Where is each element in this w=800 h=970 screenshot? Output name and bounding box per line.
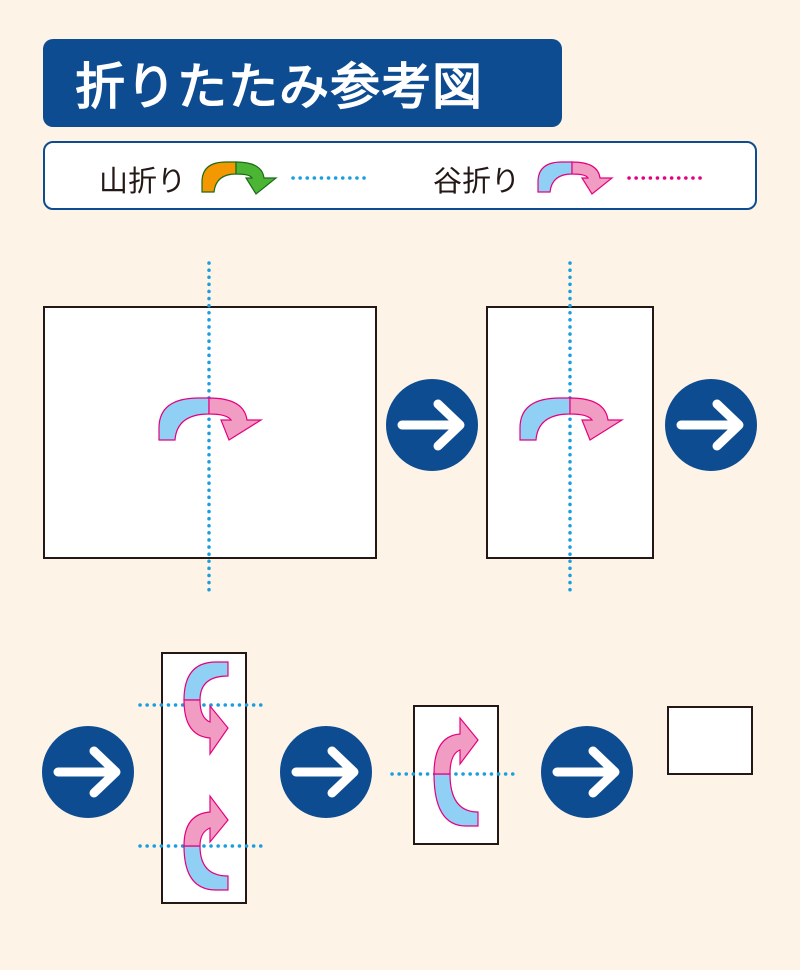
next-step-arrow-icon (541, 726, 633, 818)
fold-legend: 山折り 谷折り (43, 141, 757, 210)
valley-fold-label: 谷折り (433, 164, 521, 198)
step-5-folded-result (667, 706, 753, 775)
fold-arrow-down-icon (183, 661, 229, 756)
step-1-sheet (43, 261, 377, 594)
step-3-sheet (138, 652, 264, 904)
mountain-fold-arrow-icon (201, 161, 278, 195)
fold-arrow-up-icon (183, 794, 229, 891)
step-2-sheet (486, 261, 654, 594)
page-title: 折りたたみ参考図 (43, 39, 562, 127)
step-4-sheet (390, 705, 516, 845)
next-step-arrow-icon (280, 726, 372, 818)
next-step-arrow-icon (386, 379, 478, 471)
valley-fold-arrow-icon (537, 161, 614, 195)
next-step-arrow-icon (42, 726, 134, 818)
next-step-arrow-icon (665, 379, 757, 471)
mountain-fold-label: 山折り (99, 164, 187, 198)
fold-arrow-up-icon (433, 716, 479, 827)
